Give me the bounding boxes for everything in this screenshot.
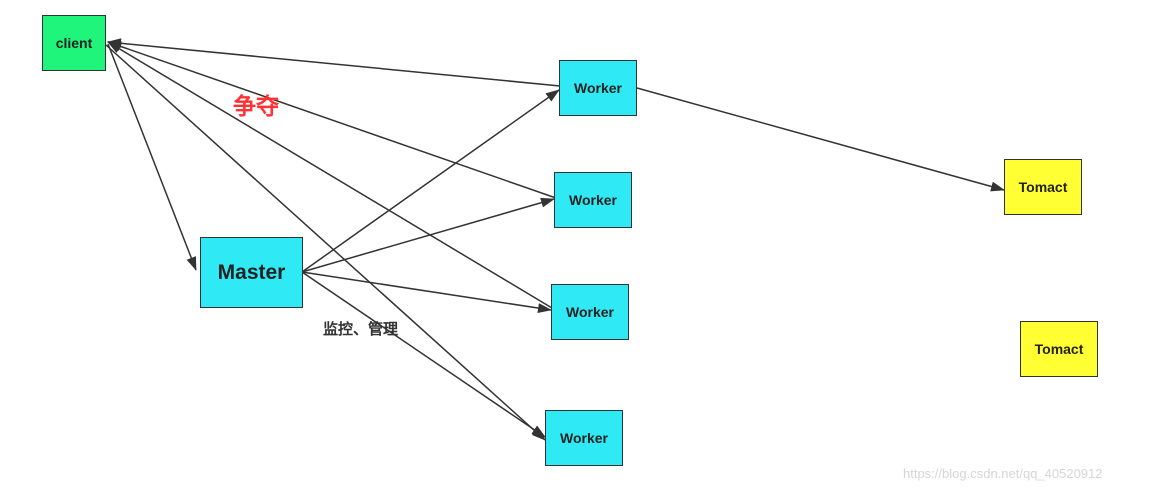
master-node: Master [200, 237, 303, 308]
edge-master-to-worker3 [301, 271, 552, 313]
compete-label: 争夺 [233, 94, 279, 120]
edge-worker1-to-tomact1 [636, 87, 1005, 192]
worker-node-4: Worker [545, 410, 623, 466]
edge-client-to-worker4 [105, 44, 546, 441]
worker-node-2: Worker [554, 172, 632, 228]
edge-master-to-worker2 [301, 197, 555, 273]
worker-node-3: Worker [551, 284, 629, 340]
edge-worker2-to-client [107, 41, 557, 199]
tomact-node-1: Tomact [1004, 159, 1082, 215]
edge-worker1-to-client [107, 38, 561, 87]
edge-master-to-worker1 [301, 89, 560, 273]
monitor-manage-label: 监控、管理 [323, 320, 399, 338]
edge-worker3-to-client [107, 41, 553, 309]
edge-client-to-master [107, 43, 197, 271]
worker-node-1: Worker [559, 60, 637, 116]
watermark-text: https://blog.csdn.net/qq_40520912 [903, 466, 1103, 481]
edge-master-to-worker4 [301, 271, 546, 438]
client-node: client [42, 15, 106, 71]
tomact-node-2: Tomact [1020, 321, 1098, 377]
